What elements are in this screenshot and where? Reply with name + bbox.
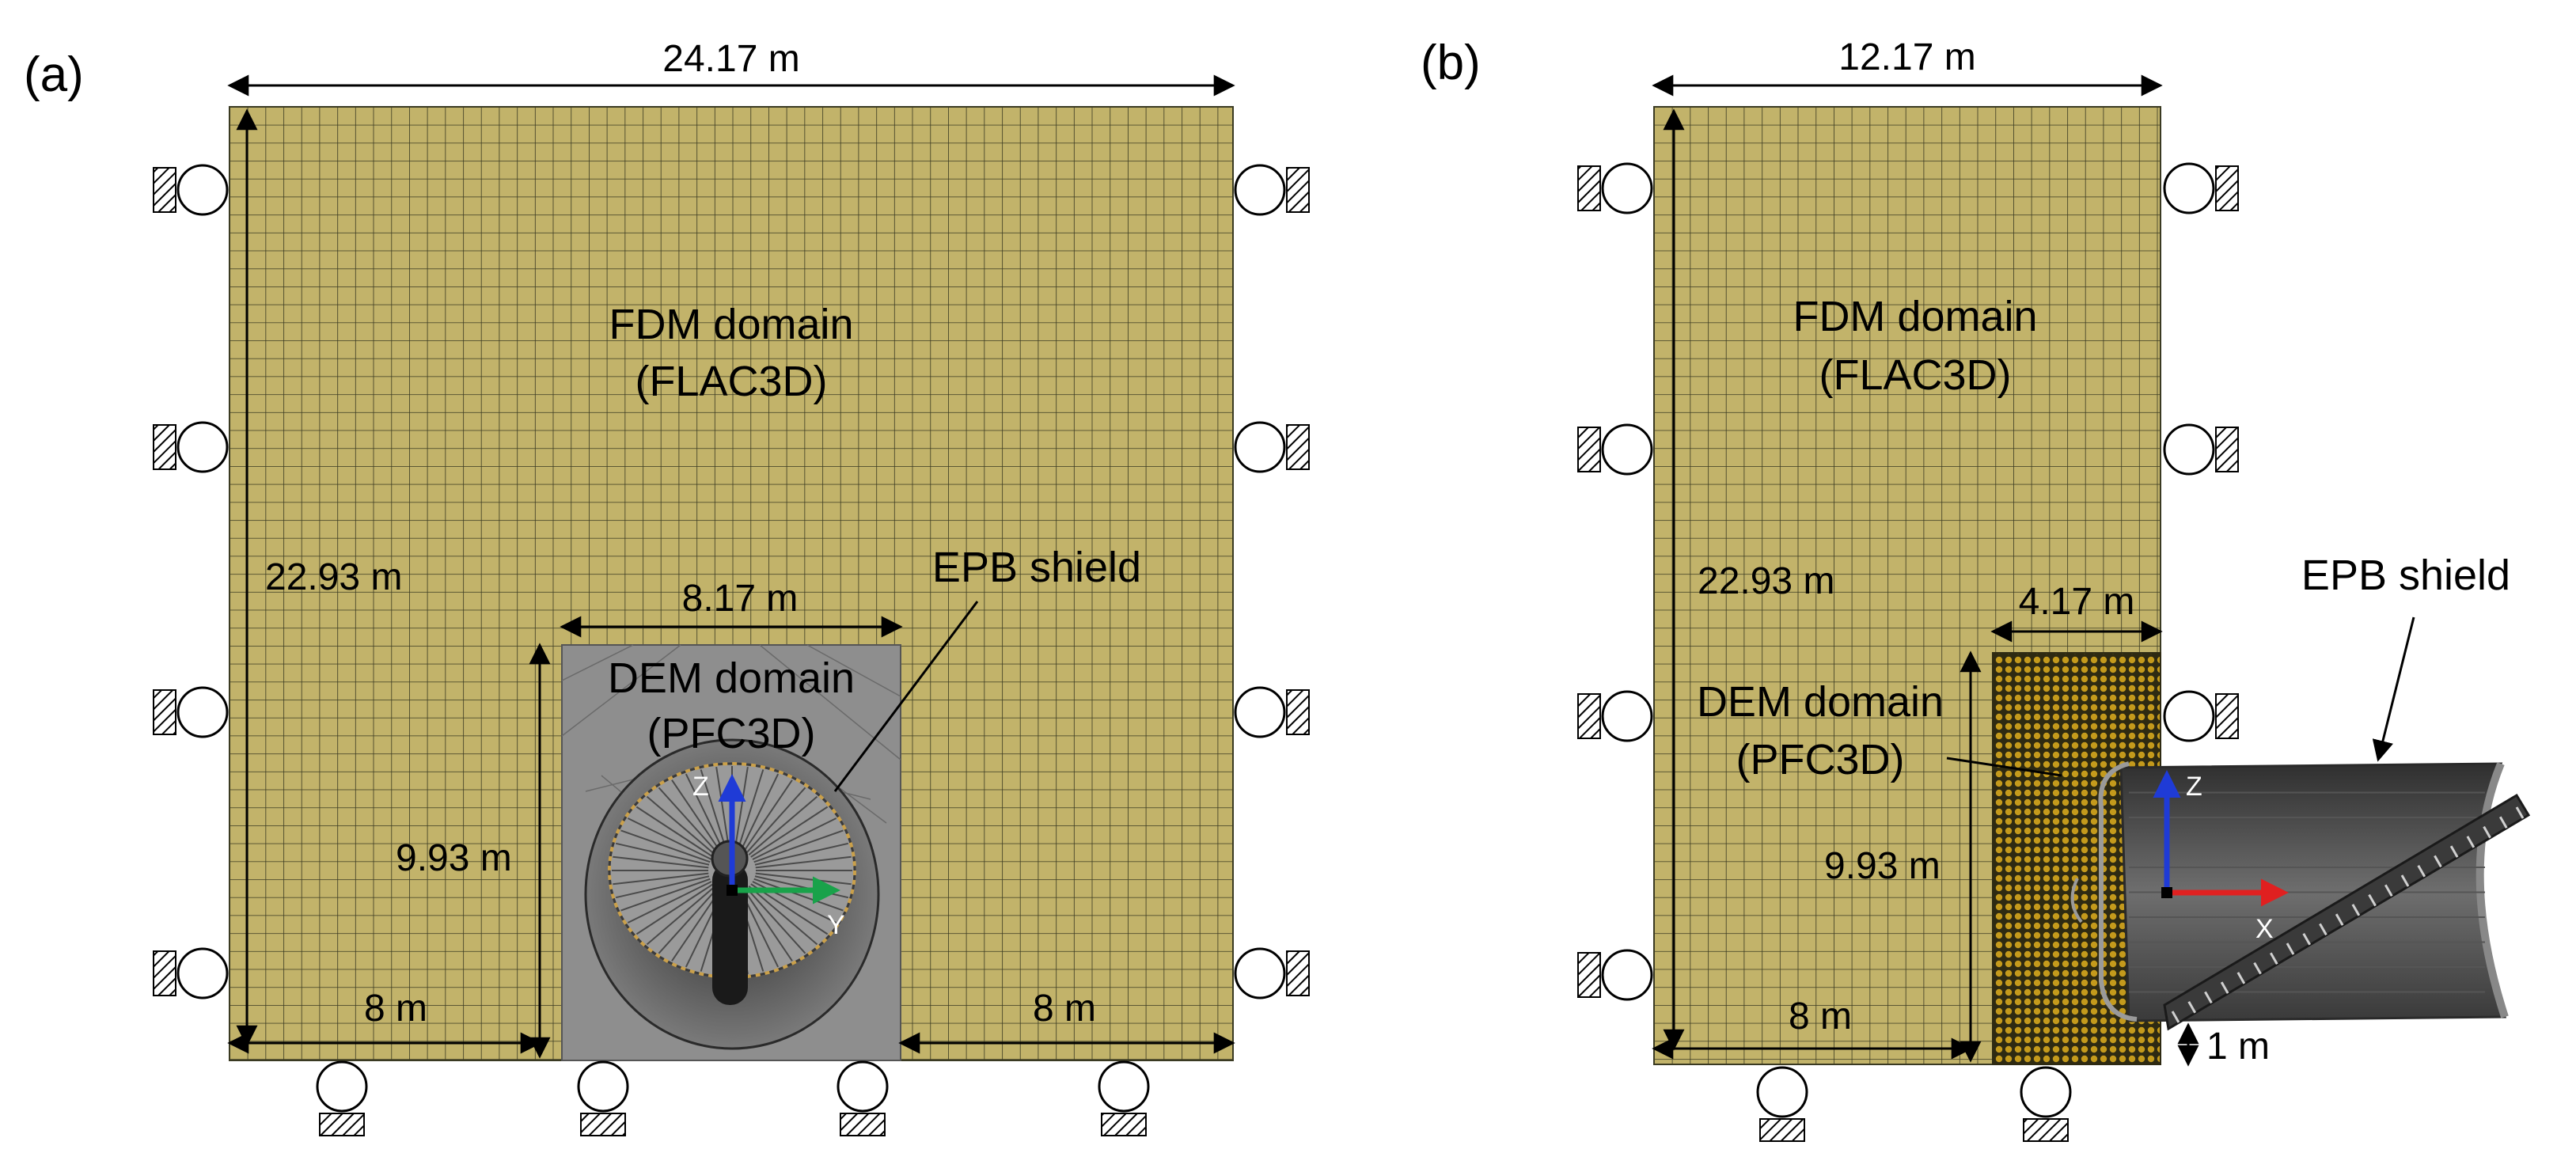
roller-support-left [153, 164, 229, 216]
panel-b-dem-leader [1946, 757, 2062, 777]
roller-support-left [153, 421, 229, 473]
roller-support-right [1234, 947, 1310, 999]
panel-a-dem-height-label: 9.93 m [396, 837, 512, 879]
roller-support-left [1577, 949, 1653, 1001]
roller-support-left [153, 686, 229, 738]
panel-b: (b) Z X 12.17 m [1421, 36, 2531, 1142]
roller-support-left [1577, 162, 1653, 214]
panel-b-width-label: 12.17 m [1838, 36, 1975, 78]
panel-a-z-label: Z [692, 772, 709, 802]
roller-support-right [2163, 423, 2239, 476]
roller-support-bottom [1756, 1066, 1808, 1142]
panel-a-shield-label: EPB shield [932, 544, 1141, 591]
roller-support-bottom [577, 1060, 629, 1136]
panel-b-x-label: X [2255, 914, 2274, 944]
panel-b-dem-height-label: 9.93 m [1824, 845, 1941, 887]
panel-b-dem-label: DEM domain [1697, 678, 1944, 726]
panel-a-left-offset-label: 8 m [364, 988, 427, 1030]
panel-a-right-offset-label: 8 m [1033, 988, 1096, 1030]
panel-a-fdm-label: FDM domain [609, 301, 853, 348]
panel-a-y-label: Y [827, 910, 845, 940]
roller-support-bottom [837, 1060, 889, 1136]
panel-b-fdm-sublabel: (FLAC3D) [1819, 351, 2011, 399]
roller-support-right [1234, 164, 1310, 216]
panel-b-letter: (b) [1421, 36, 1481, 90]
panel-b-fdm-label: FDM domain [1793, 293, 2037, 340]
panel-b-height-label: 22.93 m [1698, 560, 1834, 602]
roller-support-right [2163, 162, 2239, 214]
panel-a-fdm-sublabel: (FLAC3D) [635, 358, 827, 405]
panel-b-screw-conveyor [2163, 793, 2531, 1031]
panel-b-shield-label: EPB shield [2301, 552, 2510, 599]
panel-b-supports [1577, 162, 2239, 1142]
panel-b-z-label: Z [2186, 772, 2202, 802]
panel-b-bottom-gap-label: 1 m [2206, 1026, 2270, 1068]
panel-a-dem-label: DEM domain [608, 654, 855, 702]
panel-a-shield-leader [833, 601, 979, 792]
panel-a-dem-sublabel: (PFC3D) [647, 710, 816, 757]
panel-b-axes: Z X [2153, 770, 2289, 944]
panel-b-shield-arrow [2372, 616, 2415, 762]
panel-a: (a) Z Y 24.17 m [24, 38, 1310, 1136]
roller-support-left [153, 947, 229, 999]
roller-support-left [1577, 423, 1653, 476]
roller-support-bottom [1098, 1060, 1150, 1136]
panel-b-epb-shield [2070, 761, 2531, 1031]
roller-support-right [2163, 690, 2239, 742]
roller-support-bottom [2020, 1066, 2072, 1142]
roller-support-bottom [316, 1060, 368, 1136]
panel-a-height-label: 22.93 m [265, 556, 402, 598]
panel-a-axes: Z Y [692, 772, 845, 940]
panel-b-dem-sublabel: (PFC3D) [1736, 736, 1905, 783]
panel-a-dem-width-label: 8.17 m [682, 578, 799, 620]
panel-a-letter: (a) [24, 47, 84, 102]
panel-a-width-label: 24.17 m [662, 38, 799, 80]
roller-support-right [1234, 686, 1310, 738]
panel-b-left-offset-label: 8 m [1789, 996, 1852, 1037]
panel-a-supports [153, 164, 1310, 1136]
roller-support-left [1577, 690, 1653, 742]
panel-b-dem-width-label: 4.17 m [2019, 581, 2135, 623]
roller-support-right [1234, 421, 1310, 473]
